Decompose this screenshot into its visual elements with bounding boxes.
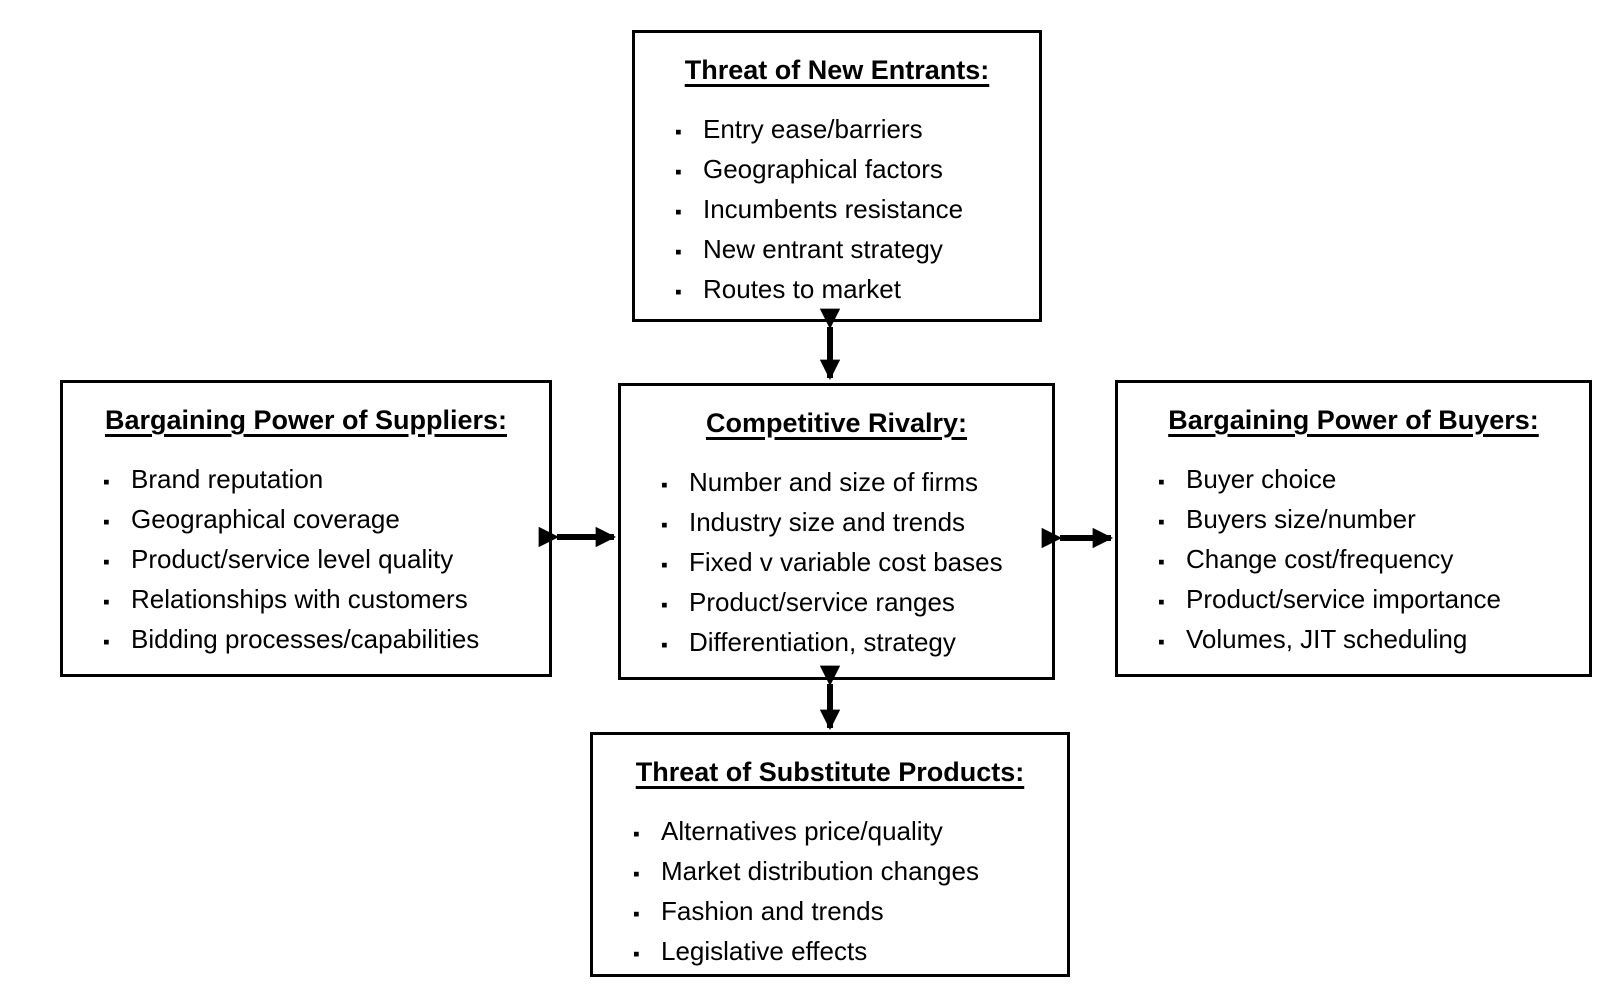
bullet-icon: ▪ bbox=[103, 512, 110, 533]
list-item: ▪ Geographical factors bbox=[675, 151, 1029, 191]
list-item-label: Brand reputation bbox=[131, 464, 324, 494]
list-item: ▪ Volumes, JIT scheduling bbox=[1158, 621, 1579, 661]
box-bargaining-power-of-buyers: Bargaining Power of Buyers: ▪ Buyer choic… bbox=[1115, 380, 1592, 677]
box-competitive-rivalry: Competitive Rivalry: ▪ Number and size of… bbox=[618, 383, 1055, 680]
bullet-icon: ▪ bbox=[661, 595, 668, 616]
list-item-label: Fixed v variable cost bases bbox=[689, 547, 1003, 577]
list-item-label: Legislative effects bbox=[661, 936, 868, 966]
list-item-label: Geographical factors bbox=[703, 154, 943, 184]
bullet-icon: ▪ bbox=[1158, 472, 1165, 493]
bullet-icon: ▪ bbox=[103, 632, 110, 653]
list-item: ▪ Number and size of firms bbox=[661, 464, 1042, 504]
list-item-label: Market distribution changes bbox=[661, 856, 979, 886]
list-item-label: Incumbents resistance bbox=[703, 194, 964, 224]
list-item-label: Routes to market bbox=[703, 274, 901, 304]
list-item-label: Product/service level quality bbox=[131, 544, 454, 574]
list-item-label: Industry size and trends bbox=[689, 507, 966, 537]
box-list: ▪ Entry ease/barriers ▪ Geographical facto… bbox=[645, 111, 1029, 311]
list-item-label: Buyers size/number bbox=[1186, 504, 1416, 534]
box-threat-of-new-entrants: Threat of New Entrants: ▪ Entry ease/barr… bbox=[632, 30, 1042, 322]
box-list: ▪ Buyer choice ▪ Buyers size/number ▪ Chang… bbox=[1128, 461, 1579, 661]
box-title: Competitive Rivalry: bbox=[705, 408, 968, 438]
list-item-label: Buyer choice bbox=[1186, 464, 1337, 494]
bullet-icon: ▪ bbox=[661, 475, 668, 496]
list-item: ▪ Brand reputation bbox=[103, 461, 539, 501]
bullet-icon: ▪ bbox=[675, 282, 682, 303]
list-item: ▪ Product/service level quality bbox=[103, 541, 539, 581]
bullet-icon: ▪ bbox=[103, 552, 110, 573]
list-item-label: Volumes, JIT scheduling bbox=[1186, 624, 1468, 654]
list-item: ▪ Differentiation, strategy bbox=[661, 624, 1042, 664]
list-item-label: Change cost/frequency bbox=[1186, 544, 1454, 574]
list-item: ▪ Legislative effects bbox=[633, 933, 1057, 973]
bullet-icon: ▪ bbox=[661, 635, 668, 656]
list-item: ▪ Geographical coverage bbox=[103, 501, 539, 541]
box-list: ▪ Brand reputation ▪ Geographical coverage… bbox=[73, 461, 539, 661]
list-item-label: Fashion and trends bbox=[661, 896, 884, 926]
bullet-icon: ▪ bbox=[633, 904, 640, 925]
bullet-icon: ▪ bbox=[1158, 592, 1165, 613]
list-item: ▪ Entry ease/barriers bbox=[675, 111, 1029, 151]
list-item: ▪ Change cost/frequency bbox=[1158, 541, 1579, 581]
list-item-label: Product/service importance bbox=[1186, 584, 1502, 614]
list-item-label: Entry ease/barriers bbox=[703, 114, 923, 144]
list-item: ▪ Alternatives price/quality bbox=[633, 813, 1057, 853]
box-bargaining-power-of-suppliers: Bargaining Power of Suppliers: ▪ Brand re… bbox=[60, 380, 552, 677]
list-item-label: Product/service ranges bbox=[689, 587, 955, 617]
bullet-icon: ▪ bbox=[633, 824, 640, 845]
bullet-icon: ▪ bbox=[1158, 552, 1165, 573]
bullet-icon: ▪ bbox=[675, 122, 682, 143]
bullet-icon: ▪ bbox=[661, 555, 668, 576]
list-item-label: Relationships with customers bbox=[131, 584, 468, 614]
bullet-icon: ▪ bbox=[1158, 632, 1165, 653]
list-item: ▪ Fashion and trends bbox=[633, 893, 1057, 933]
list-item-label: New entrant strategy bbox=[703, 234, 943, 264]
list-item: ▪ Routes to market bbox=[675, 271, 1029, 311]
list-item-label: Number and size of firms bbox=[689, 467, 978, 497]
list-item: ▪ Market distribution changes bbox=[633, 853, 1057, 893]
list-item: ▪ Fixed v variable cost bases bbox=[661, 544, 1042, 584]
list-item: ▪ New entrant strategy bbox=[675, 231, 1029, 271]
list-item: ▪ Product/service ranges bbox=[661, 584, 1042, 624]
list-item-label: Differentiation, strategy bbox=[689, 627, 956, 657]
bullet-icon: ▪ bbox=[675, 162, 682, 183]
box-list: ▪ Number and size of firms ▪ Industry size… bbox=[631, 464, 1042, 664]
list-item-label: Alternatives price/quality bbox=[661, 816, 943, 846]
list-item: ▪ Buyers size/number bbox=[1158, 501, 1579, 541]
bullet-icon: ▪ bbox=[1158, 512, 1165, 533]
list-item: ▪ Relationships with customers bbox=[103, 581, 539, 621]
list-item-label: Bidding processes/capabilities bbox=[131, 624, 480, 654]
bullet-icon: ▪ bbox=[103, 472, 110, 493]
bullet-icon: ▪ bbox=[633, 864, 640, 885]
list-item: ▪ Industry size and trends bbox=[661, 504, 1042, 544]
list-item: ▪ Product/service importance bbox=[1158, 581, 1579, 621]
bullet-icon: ▪ bbox=[675, 242, 682, 263]
box-title: Bargaining Power of Buyers: bbox=[1168, 405, 1539, 435]
list-item: ▪ Incumbents resistance bbox=[675, 191, 1029, 231]
box-list: ▪ Alternatives price/quality ▪ Market dist… bbox=[603, 813, 1057, 973]
bullet-icon: ▪ bbox=[675, 202, 682, 223]
list-item: ▪ Buyer choice bbox=[1158, 461, 1579, 501]
list-item: ▪ Bidding processes/capabilities bbox=[103, 621, 539, 661]
box-title: Threat of New Entrants: bbox=[684, 55, 990, 85]
bullet-icon: ▪ bbox=[633, 944, 640, 965]
list-item-label: Geographical coverage bbox=[131, 504, 400, 534]
bullet-icon: ▪ bbox=[661, 515, 668, 536]
box-title: Threat of Substitute Products: bbox=[635, 757, 1025, 787]
bullet-icon: ▪ bbox=[103, 592, 110, 613]
box-title: Bargaining Power of Suppliers: bbox=[104, 405, 508, 435]
box-threat-of-substitute-products: Threat of Substitute Products: ▪ Alternat… bbox=[590, 732, 1070, 977]
